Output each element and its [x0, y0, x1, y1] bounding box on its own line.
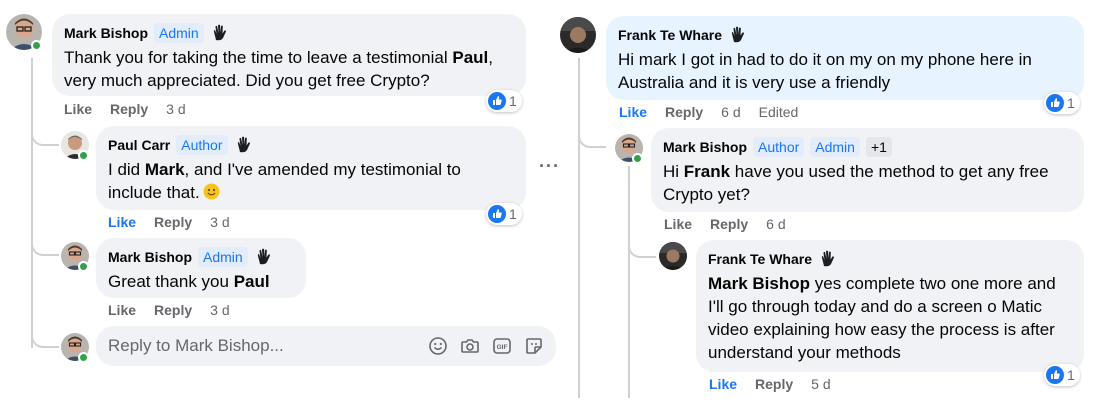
camera-icon[interactable]: [460, 336, 480, 356]
smiley-emoji-icon: [203, 183, 220, 200]
waving-hand-icon: [234, 135, 254, 155]
admin-badge: Admin: [154, 23, 204, 43]
waving-hand-icon: [254, 247, 274, 267]
reply-button[interactable]: Reply: [665, 104, 704, 120]
comment-bubble: Mark Bishop Admin Thank you for taking t…: [52, 14, 526, 96]
comment-actions: Like Reply 3 d: [108, 301, 230, 319]
like-button[interactable]: Like: [64, 101, 93, 117]
mention[interactable]: Mark: [144, 160, 185, 179]
author-name[interactable]: Paul Carr: [108, 137, 171, 153]
reply-button[interactable]: Reply: [154, 214, 193, 230]
comment-actions: Like Reply 6 d: [664, 215, 786, 233]
author-name[interactable]: Mark Bishop: [663, 139, 748, 155]
reaction-count[interactable]: 1: [1044, 92, 1080, 114]
author-badge: Author: [753, 137, 805, 157]
online-indicator: [78, 150, 89, 161]
emoji-icon[interactable]: [428, 336, 448, 356]
like-button[interactable]: Like: [709, 376, 738, 392]
reply-input[interactable]: [108, 336, 428, 356]
online-indicator: [78, 352, 89, 363]
thread-connector: [31, 118, 59, 146]
comment-actions: Like Reply 5 d: [709, 375, 831, 393]
mention[interactable]: Paul: [452, 48, 489, 67]
reply-composer: GIF: [96, 326, 556, 366]
comment-text: Great thank you Paul: [108, 272, 270, 291]
thread-line: [628, 166, 630, 398]
edited-label: Edited: [758, 104, 799, 120]
reply-button[interactable]: Reply: [154, 302, 193, 318]
like-button[interactable]: Like: [108, 214, 137, 230]
admin-badge: Admin: [198, 247, 248, 267]
admin-badge: Admin: [810, 137, 860, 157]
waving-hand-icon: [818, 249, 838, 269]
like-button[interactable]: Like: [664, 216, 693, 232]
timestamp[interactable]: 3 d: [210, 302, 230, 318]
avatar[interactable]: [560, 17, 596, 53]
mention[interactable]: Mark Bishop: [708, 274, 811, 293]
mention[interactable]: Paul: [233, 272, 270, 291]
author-badge: Author: [176, 135, 228, 155]
timestamp[interactable]: 3 d: [210, 214, 230, 230]
author-name[interactable]: Frank Te Whare: [708, 251, 812, 267]
like-reaction-icon: [1046, 94, 1064, 112]
comment-actions: Like Reply 3 d: [64, 100, 186, 118]
comment-text: I did Mark, and I've amended my testimon…: [108, 160, 461, 202]
avatar[interactable]: [659, 242, 687, 270]
author-name[interactable]: Mark Bishop: [64, 25, 149, 41]
more-badges[interactable]: +1: [865, 137, 892, 157]
comment-actions: Like Reply 3 d: [108, 213, 230, 231]
mention[interactable]: Frank: [683, 162, 731, 181]
reply-button[interactable]: Reply: [755, 376, 794, 392]
sticker-icon[interactable]: [524, 336, 544, 356]
comment-actions: Like Reply 6 d Edited: [619, 103, 798, 121]
online-indicator: [78, 261, 89, 272]
thread-connector: [628, 230, 656, 258]
timestamp[interactable]: 5 d: [811, 376, 831, 392]
reaction-count[interactable]: 1: [486, 90, 522, 112]
comment-text: Thank you for taking the time to leave a…: [64, 48, 494, 90]
author-name[interactable]: Mark Bishop: [108, 249, 193, 265]
waving-hand-icon: [210, 23, 230, 43]
comment-bubble: Mark Bishop Admin Great thank you Paul: [96, 238, 306, 298]
waving-hand-icon: [728, 25, 748, 45]
thread-connector: [31, 318, 59, 348]
timestamp[interactable]: 6 d: [721, 104, 741, 120]
thread-connector: [578, 120, 606, 148]
comment-text: Hi Frank have you used the method to get…: [663, 162, 1049, 204]
thread-line: [31, 58, 33, 348]
svg-text:GIF: GIF: [497, 344, 508, 351]
avatar[interactable]: [615, 134, 643, 162]
avatar[interactable]: [6, 14, 42, 50]
comment-text: Mark Bishop yes complete two one more an…: [708, 274, 1056, 362]
like-reaction-icon: [488, 92, 506, 110]
comment-bubble: Frank Te Whare Hi mark I got in had to d…: [606, 16, 1084, 100]
reply-button[interactable]: Reply: [110, 101, 149, 117]
like-reaction-icon: [488, 205, 506, 223]
reply-button[interactable]: Reply: [710, 216, 749, 232]
online-indicator: [31, 40, 42, 51]
thread-line: [578, 58, 580, 398]
comment-bubble: Mark Bishop Author Admin +1 Hi Frank hav…: [651, 128, 1084, 212]
like-reaction-icon: [1046, 366, 1064, 384]
comment-bubble: Frank Te Whare Mark Bishop yes complete …: [696, 240, 1084, 372]
author-name[interactable]: Frank Te Whare: [618, 27, 722, 43]
gif-icon[interactable]: GIF: [492, 336, 512, 356]
timestamp[interactable]: 6 d: [766, 216, 786, 232]
comment-text: Hi mark I got in had to do it on my on m…: [618, 50, 1032, 92]
timestamp[interactable]: 3 d: [166, 101, 186, 117]
reaction-count[interactable]: 1: [486, 203, 522, 225]
comment-bubble: Paul Carr Author I did Mark, and I've am…: [96, 126, 526, 210]
more-options-button[interactable]: ···: [539, 156, 560, 176]
online-indicator: [632, 153, 643, 164]
like-button[interactable]: Like: [108, 302, 137, 318]
thread-connector: [31, 228, 59, 256]
like-button[interactable]: Like: [619, 104, 648, 120]
reaction-count[interactable]: 1: [1044, 364, 1080, 386]
